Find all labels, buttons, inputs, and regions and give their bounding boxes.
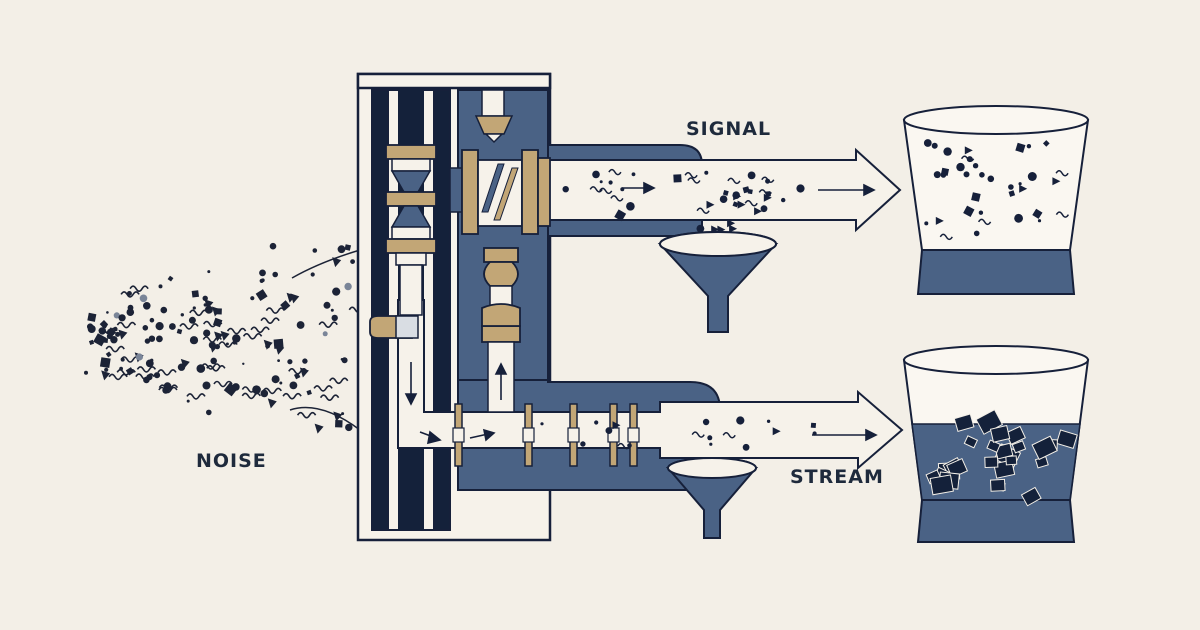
stream-label: STREAM — [790, 466, 884, 488]
pipe-clamps — [452, 403, 640, 467]
stream-particles — [540, 416, 817, 451]
noise-particle-cloud — [84, 242, 368, 434]
gear-filter-icon — [449, 149, 551, 235]
stream-pipe — [397, 299, 904, 471]
nozzle-icon — [474, 89, 514, 144]
funnel-icon — [665, 457, 759, 539]
noise-intake-lines — [289, 249, 361, 431]
lever-icon — [369, 264, 423, 339]
signal-channel — [547, 147, 902, 233]
collection-cup-icon — [902, 105, 1090, 295]
signal-label: SIGNAL — [686, 118, 772, 140]
valve-icon — [385, 144, 437, 266]
collection-cup-icon — [902, 345, 1090, 543]
arrow-icon — [404, 181, 878, 445]
noise-label: NOISE — [196, 450, 267, 472]
funnel-icon — [657, 231, 779, 333]
signal-particles — [562, 168, 805, 243]
